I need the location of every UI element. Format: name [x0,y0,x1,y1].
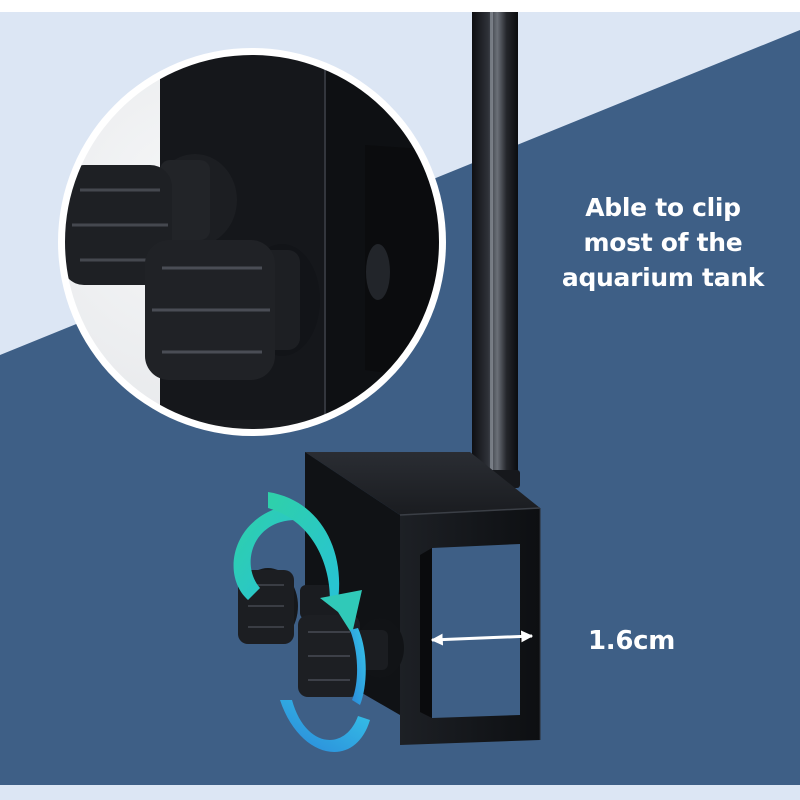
measurement-label: 1.6cm [588,626,676,656]
caption-line-2: most of the [583,228,743,257]
rotate-arrow-icon [233,492,370,753]
caption-line-1: Able to clip [585,193,741,222]
support-pole [470,12,520,488]
background-band [0,30,800,785]
detail-zoom-circle [58,48,446,436]
caption-line-3: aquarium tank [561,263,765,292]
double-arrow-icon [430,630,534,646]
feature-caption: Able to clip most of the aquarium tank [538,190,788,295]
